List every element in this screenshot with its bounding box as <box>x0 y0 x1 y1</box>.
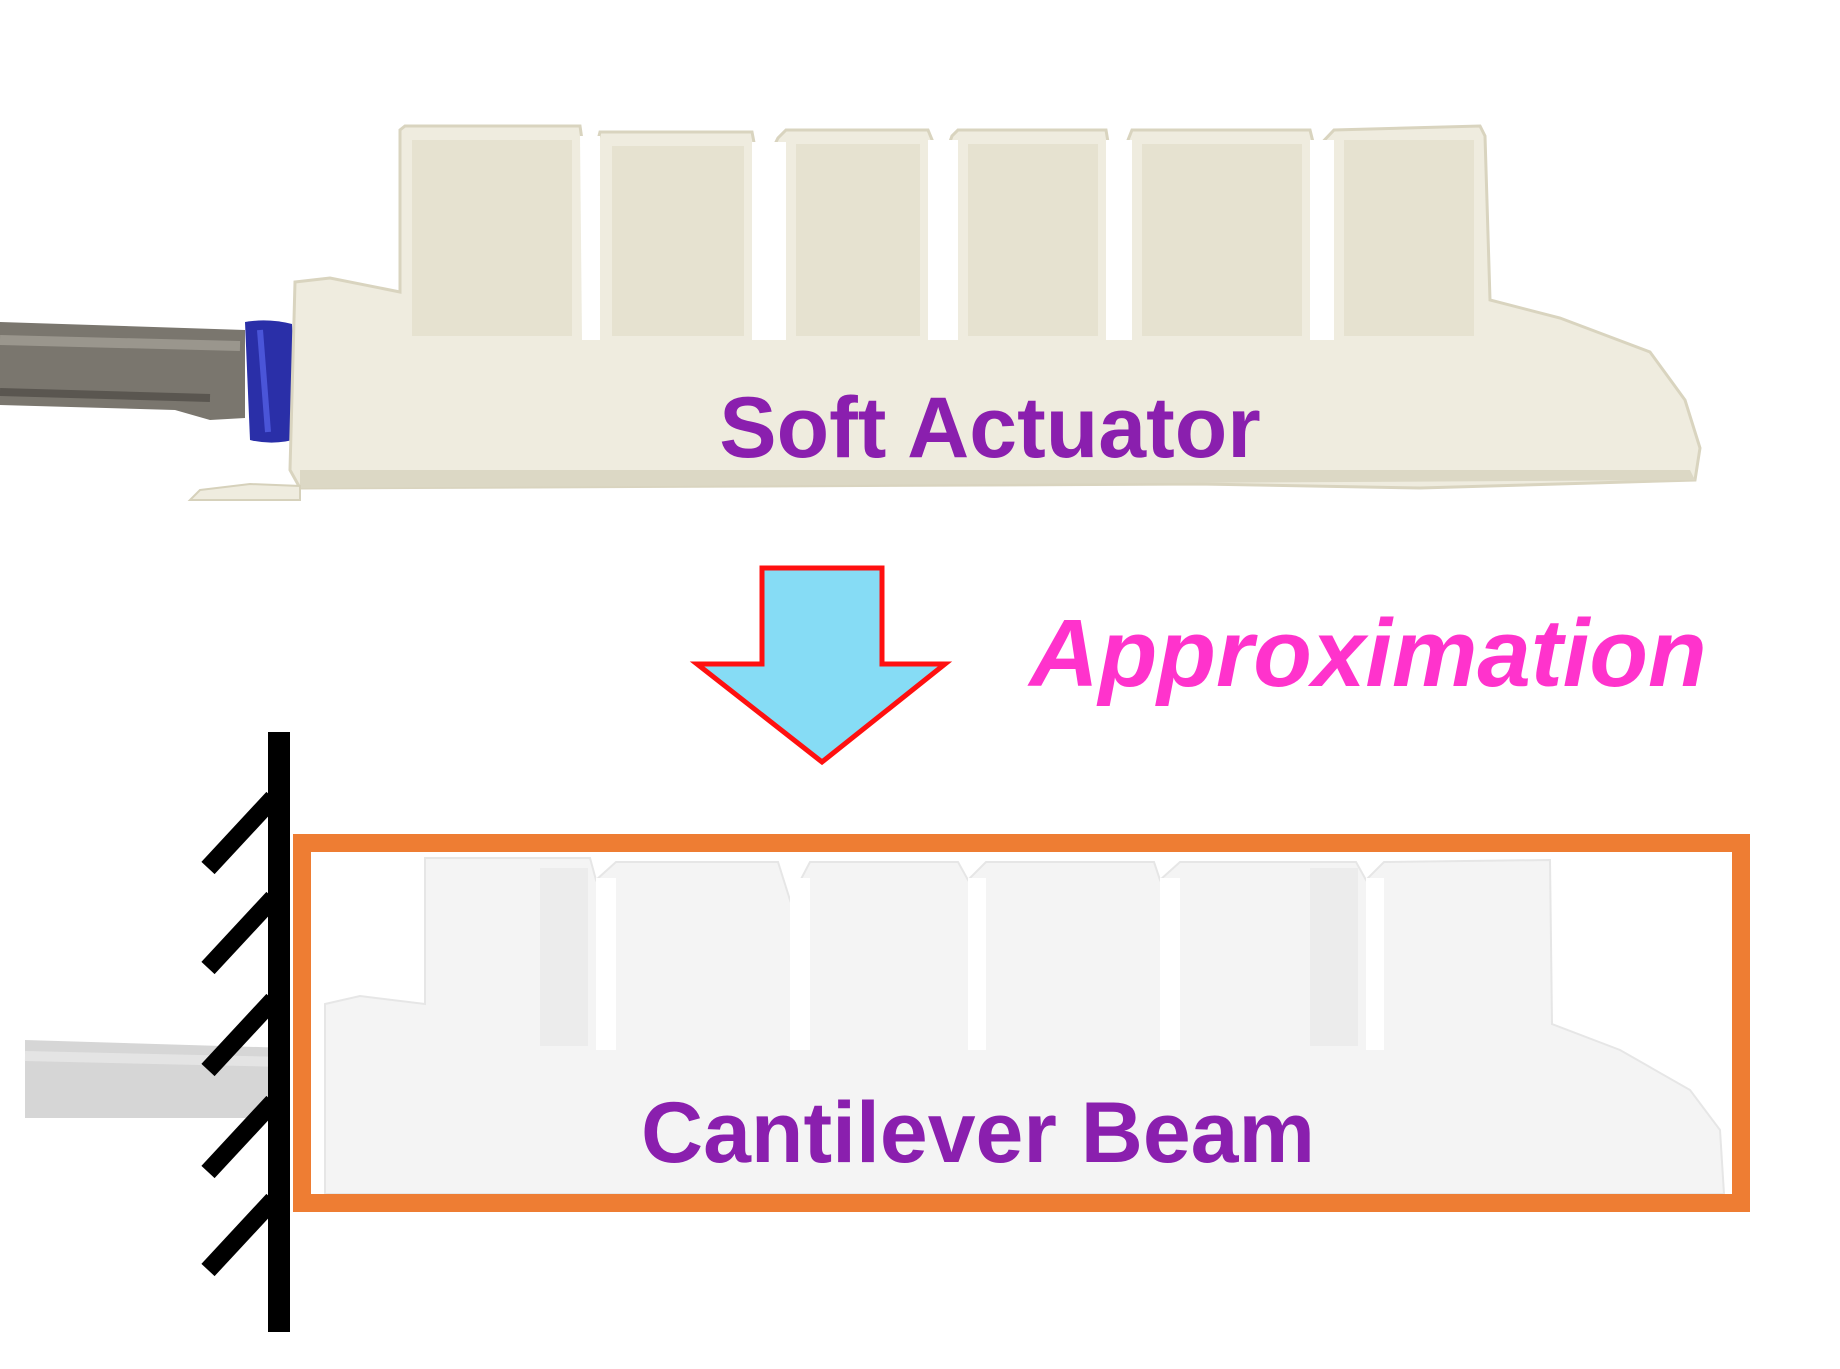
gap-3 <box>928 140 958 340</box>
air-tube <box>0 320 300 443</box>
gap-1 <box>580 136 600 340</box>
soft-actuator-label: Soft Actuator <box>719 380 1260 476</box>
cantilever-illustration: Cantilever Beam <box>24 732 1750 1332</box>
actuator-body <box>187 124 1702 501</box>
cantilever-beam-label: Cantilever Beam <box>641 1085 1315 1181</box>
approximation-label: Approximation <box>1027 600 1706 707</box>
gap-5 <box>1310 140 1334 340</box>
faded-tube <box>25 1040 290 1118</box>
glue-blob <box>187 482 301 501</box>
down-arrow-shape <box>689 565 953 766</box>
gap-4 <box>1106 140 1132 340</box>
soft-actuator-illustration: Soft Actuator <box>0 124 1702 501</box>
fixed-wall-support <box>201 732 290 1332</box>
cantilever-box <box>293 834 1750 1212</box>
gap-2 <box>752 142 786 340</box>
approximation-arrow <box>689 565 953 766</box>
